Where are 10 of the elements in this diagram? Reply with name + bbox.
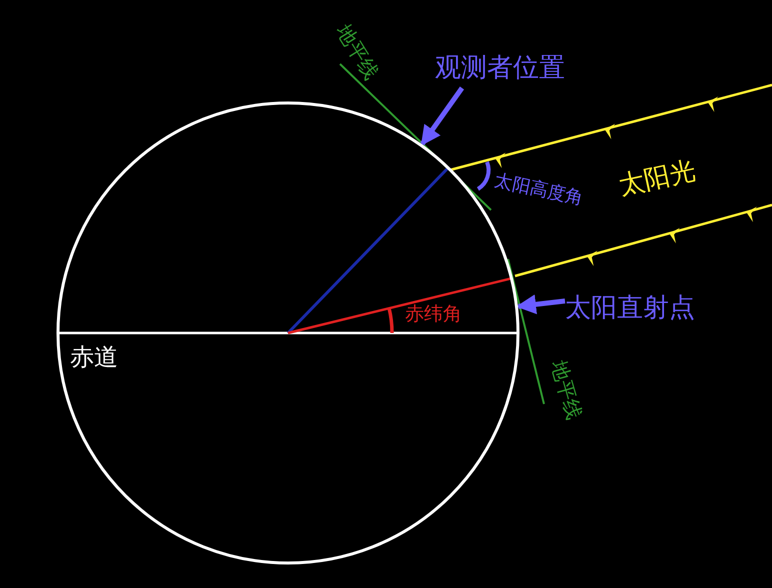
- place-label: 观测者位置: [435, 52, 565, 86]
- angle-label: 赤纬角: [405, 303, 462, 326]
- place-label: 太阳直射点: [565, 292, 695, 326]
- angle-label: 太阳高度角: [492, 170, 586, 210]
- horizon-label: 地平线: [546, 358, 587, 422]
- horizon-label: 地平线: [332, 20, 384, 84]
- sunlight-label: 太阳光: [616, 156, 699, 202]
- pointer-arrow: [516, 294, 566, 314]
- equator-label: 赤道: [70, 343, 118, 372]
- pointer-arrow: [420, 86, 464, 146]
